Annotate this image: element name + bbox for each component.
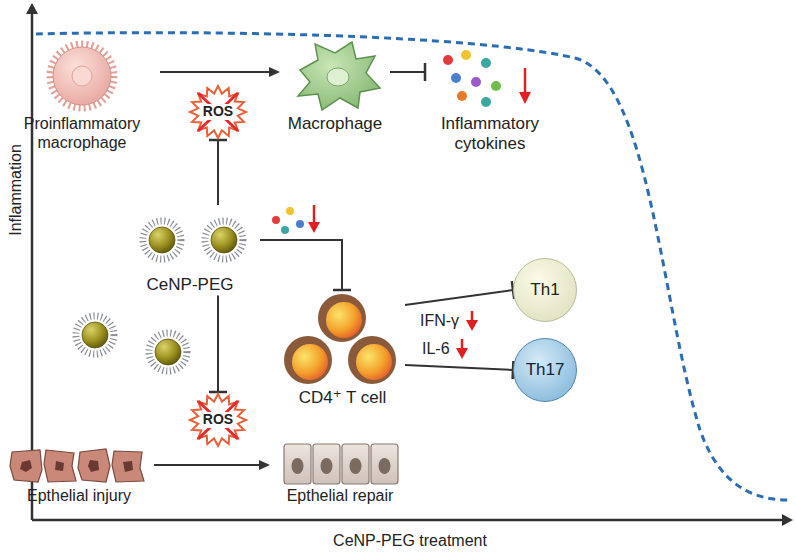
connector-line — [390, 71, 425, 73]
t-cell-drawing — [284, 294, 396, 384]
cytokine-dots — [443, 50, 501, 107]
connector-line — [217, 295, 219, 392]
node-label: Epthelial injury — [4, 486, 154, 505]
cytokine-label: IFN-γ — [418, 312, 461, 330]
nanoparticle — [76, 316, 114, 354]
repaired-epithelium — [284, 444, 398, 484]
ros-label: ROS — [201, 104, 235, 119]
connector-line — [405, 290, 513, 305]
node-label: CD4⁺ T cell — [280, 388, 405, 408]
nanoparticle — [149, 333, 187, 371]
cytokine-label: IL-6 — [420, 340, 452, 358]
y-axis-arrowhead — [26, 3, 38, 14]
proinflammatory-macrophage-drawing — [51, 45, 113, 107]
node-label: Th1 — [530, 280, 559, 300]
epithelium-node: Epthelial repair — [270, 440, 410, 505]
th-cell-circle: Th1 — [513, 258, 577, 322]
macrophage-node: Proinflammatory macrophage — [4, 40, 160, 152]
decrease-arrow — [308, 205, 320, 233]
connector — [390, 63, 425, 81]
connector — [209, 140, 227, 205]
connector — [405, 361, 513, 379]
inhibition-bar — [333, 289, 351, 292]
epithelium-node: Epthelial injury — [4, 440, 154, 505]
connector — [405, 281, 514, 305]
cytokine-node: Inflammatory cytokines — [425, 40, 555, 155]
connector — [160, 67, 280, 77]
node-label: Proinflammatory macrophage — [4, 114, 160, 152]
nanoparticle — [143, 221, 181, 259]
macrophage-drawing — [298, 42, 380, 110]
ros-burst: ROS — [188, 392, 248, 448]
x-axis-arrowhead — [782, 514, 793, 526]
x-axis — [32, 519, 784, 522]
arrowhead — [269, 67, 280, 77]
macrophage-node: Macrophage — [280, 40, 390, 134]
node-label: Macrophage — [280, 114, 390, 134]
inflammation-curve — [36, 33, 790, 500]
node-label: Epthelial repair — [270, 486, 410, 505]
decrease-arrow — [456, 339, 468, 359]
th-cell-circle: Th17 — [513, 338, 577, 402]
arrowhead — [259, 460, 270, 470]
t-cell-node: CD4⁺ T cell — [280, 290, 405, 408]
nanoparticle — [205, 221, 243, 259]
connector — [209, 295, 227, 392]
injured-epithelium — [10, 449, 144, 482]
connector-line — [154, 464, 261, 466]
connector-line — [217, 140, 219, 205]
connector — [154, 460, 270, 470]
connector-line — [160, 71, 271, 73]
decrease-arrow — [466, 311, 478, 331]
inhibition-bar — [424, 63, 427, 81]
nanoparticle-node: CeNP-PEG — [120, 205, 260, 295]
connector — [260, 240, 351, 290]
cytokine-dots — [272, 207, 304, 234]
ros-label: ROS — [201, 412, 235, 427]
y-axis — [31, 10, 34, 520]
axis-title: CeNP-PEG treatment — [333, 532, 487, 550]
connector-line — [405, 365, 513, 370]
node-label: Th17 — [526, 360, 565, 380]
connector-line — [260, 240, 342, 290]
node-label: CeNP-PEG — [120, 275, 260, 295]
node-label: Inflammatory cytokines — [425, 114, 555, 155]
ros-burst: ROS — [188, 84, 248, 140]
decrease-arrow — [519, 68, 531, 104]
axis-title: Inflammation — [7, 144, 25, 236]
